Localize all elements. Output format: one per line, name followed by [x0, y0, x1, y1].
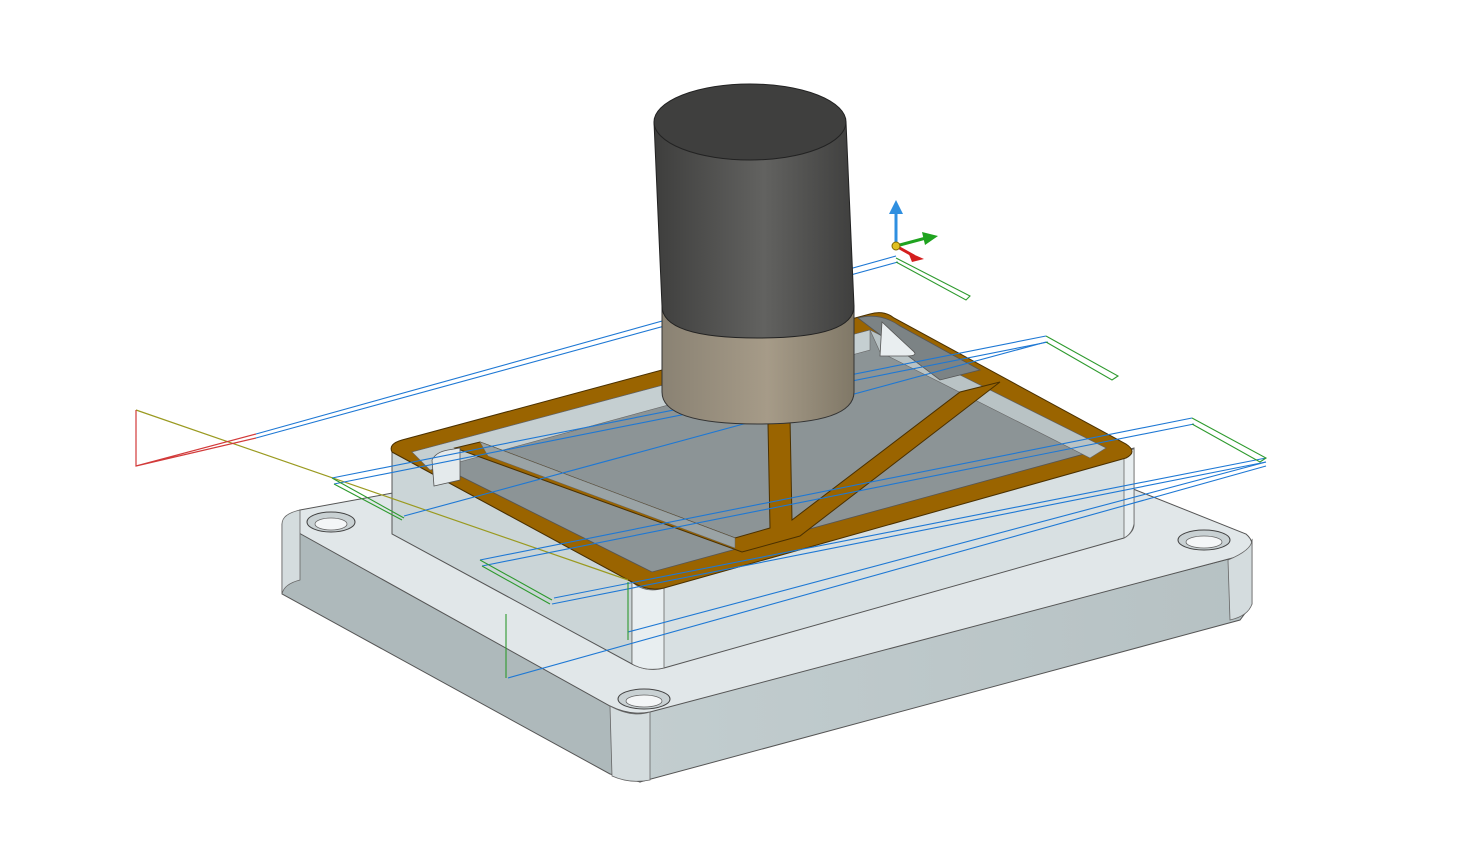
toolpath-lead-in [135, 410, 257, 467]
mounting-hole-front-bore [625, 694, 663, 708]
corner-fillet-right [1227, 539, 1253, 621]
corner-fillet-front [609, 705, 651, 782]
toolpath[interactable] [135, 255, 1268, 679]
z-axis-arrow-icon [889, 200, 903, 214]
mounting-hole-right-bore [1185, 535, 1223, 549]
triad-origin [891, 241, 901, 251]
toolpath-rapid [135, 409, 629, 581]
mounting-hole-left-bore [314, 517, 348, 531]
tool-holder-top [653, 83, 847, 161]
toolpath-cuts [255, 255, 1267, 679]
x-axis-arrow-icon [908, 252, 924, 262]
corner-fillet-left [281, 509, 301, 595]
coordinate-triad[interactable] [889, 200, 938, 262]
triangle-pocket-wall [879, 321, 916, 357]
pocket-block[interactable] [390, 312, 1135, 670]
pocket-block-corner-right [1123, 447, 1135, 539]
cutting-tool[interactable] [653, 83, 855, 425]
y-axis-arrow-icon [922, 232, 938, 245]
pocket-block-corner [631, 581, 665, 670]
tool-holder [653, 121, 855, 339]
triad-y-axis [895, 236, 927, 248]
toolpath-links [331, 257, 1268, 678]
